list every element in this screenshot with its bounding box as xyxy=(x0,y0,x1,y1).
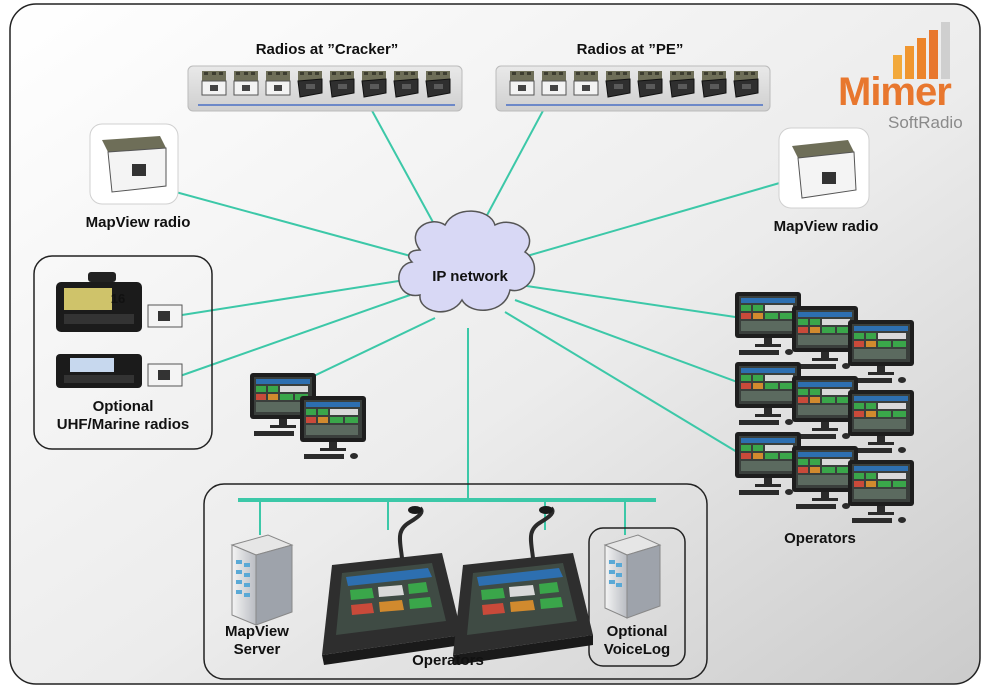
server-icon xyxy=(603,534,662,619)
background-panel xyxy=(9,3,981,685)
link-operators-3 xyxy=(504,311,743,456)
voicelog-group-box xyxy=(588,527,686,667)
radio-rack-icon xyxy=(495,65,771,112)
operators-group-box xyxy=(203,483,708,680)
link-pe xyxy=(477,106,546,233)
link-operators-2 xyxy=(514,299,741,384)
ip-network-label: IP network xyxy=(432,268,508,285)
mapview-server-label: MapView Server xyxy=(212,623,302,659)
operators-right-label: Operators xyxy=(784,530,856,547)
link-uhf-radio xyxy=(179,294,411,377)
logo-sub: SoftRadio xyxy=(888,113,963,132)
link-workstations-small xyxy=(294,317,436,386)
radio-box-icon xyxy=(778,127,870,209)
mapview-radio-left-label: MapView radio xyxy=(85,214,191,231)
radios-pe-label: Radios at ”PE” xyxy=(576,41,684,58)
ip-network-cloud xyxy=(398,210,536,313)
optional-radios-line1: Optional xyxy=(92,398,154,415)
optional-radios-label: Optional UHF/Marine radios xyxy=(48,398,198,434)
optional-radios-box xyxy=(33,255,213,450)
mapview-radio-right-label: MapView radio xyxy=(773,218,879,235)
marine-radio-channel: 16 xyxy=(110,291,126,306)
lan-bus xyxy=(238,498,656,535)
mapview-server-line2: Server xyxy=(233,641,281,658)
link-mapview-left xyxy=(149,184,419,259)
logo-word: Mimer xyxy=(838,70,952,114)
desk-console-icon xyxy=(453,506,593,665)
marine-radio-icon xyxy=(56,272,183,332)
voicelog-line1: Optional xyxy=(606,623,668,640)
server-icon xyxy=(230,534,294,626)
mimer-logo-icon xyxy=(893,22,950,79)
uhf-radio-icon xyxy=(56,354,183,388)
network-links xyxy=(149,106,791,500)
operators-bottom-label: Operators xyxy=(412,652,484,669)
voicelog-label: Optional VoiceLog xyxy=(592,623,682,659)
mapview-server-line1: MapView xyxy=(225,623,289,640)
link-cracker xyxy=(369,106,441,236)
radios-cracker-label: Radios at ”Cracker” xyxy=(255,41,399,58)
radio-box-icon xyxy=(89,123,179,205)
link-marine-radio xyxy=(181,279,406,316)
link-operators-1 xyxy=(519,284,743,319)
desk-console-icon xyxy=(322,506,462,665)
link-mapview-right xyxy=(519,179,791,259)
optional-radios-line2: UHF/Marine radios xyxy=(56,416,190,433)
radio-rack-icon xyxy=(187,65,463,112)
voicelog-line2: VoiceLog xyxy=(603,641,671,658)
